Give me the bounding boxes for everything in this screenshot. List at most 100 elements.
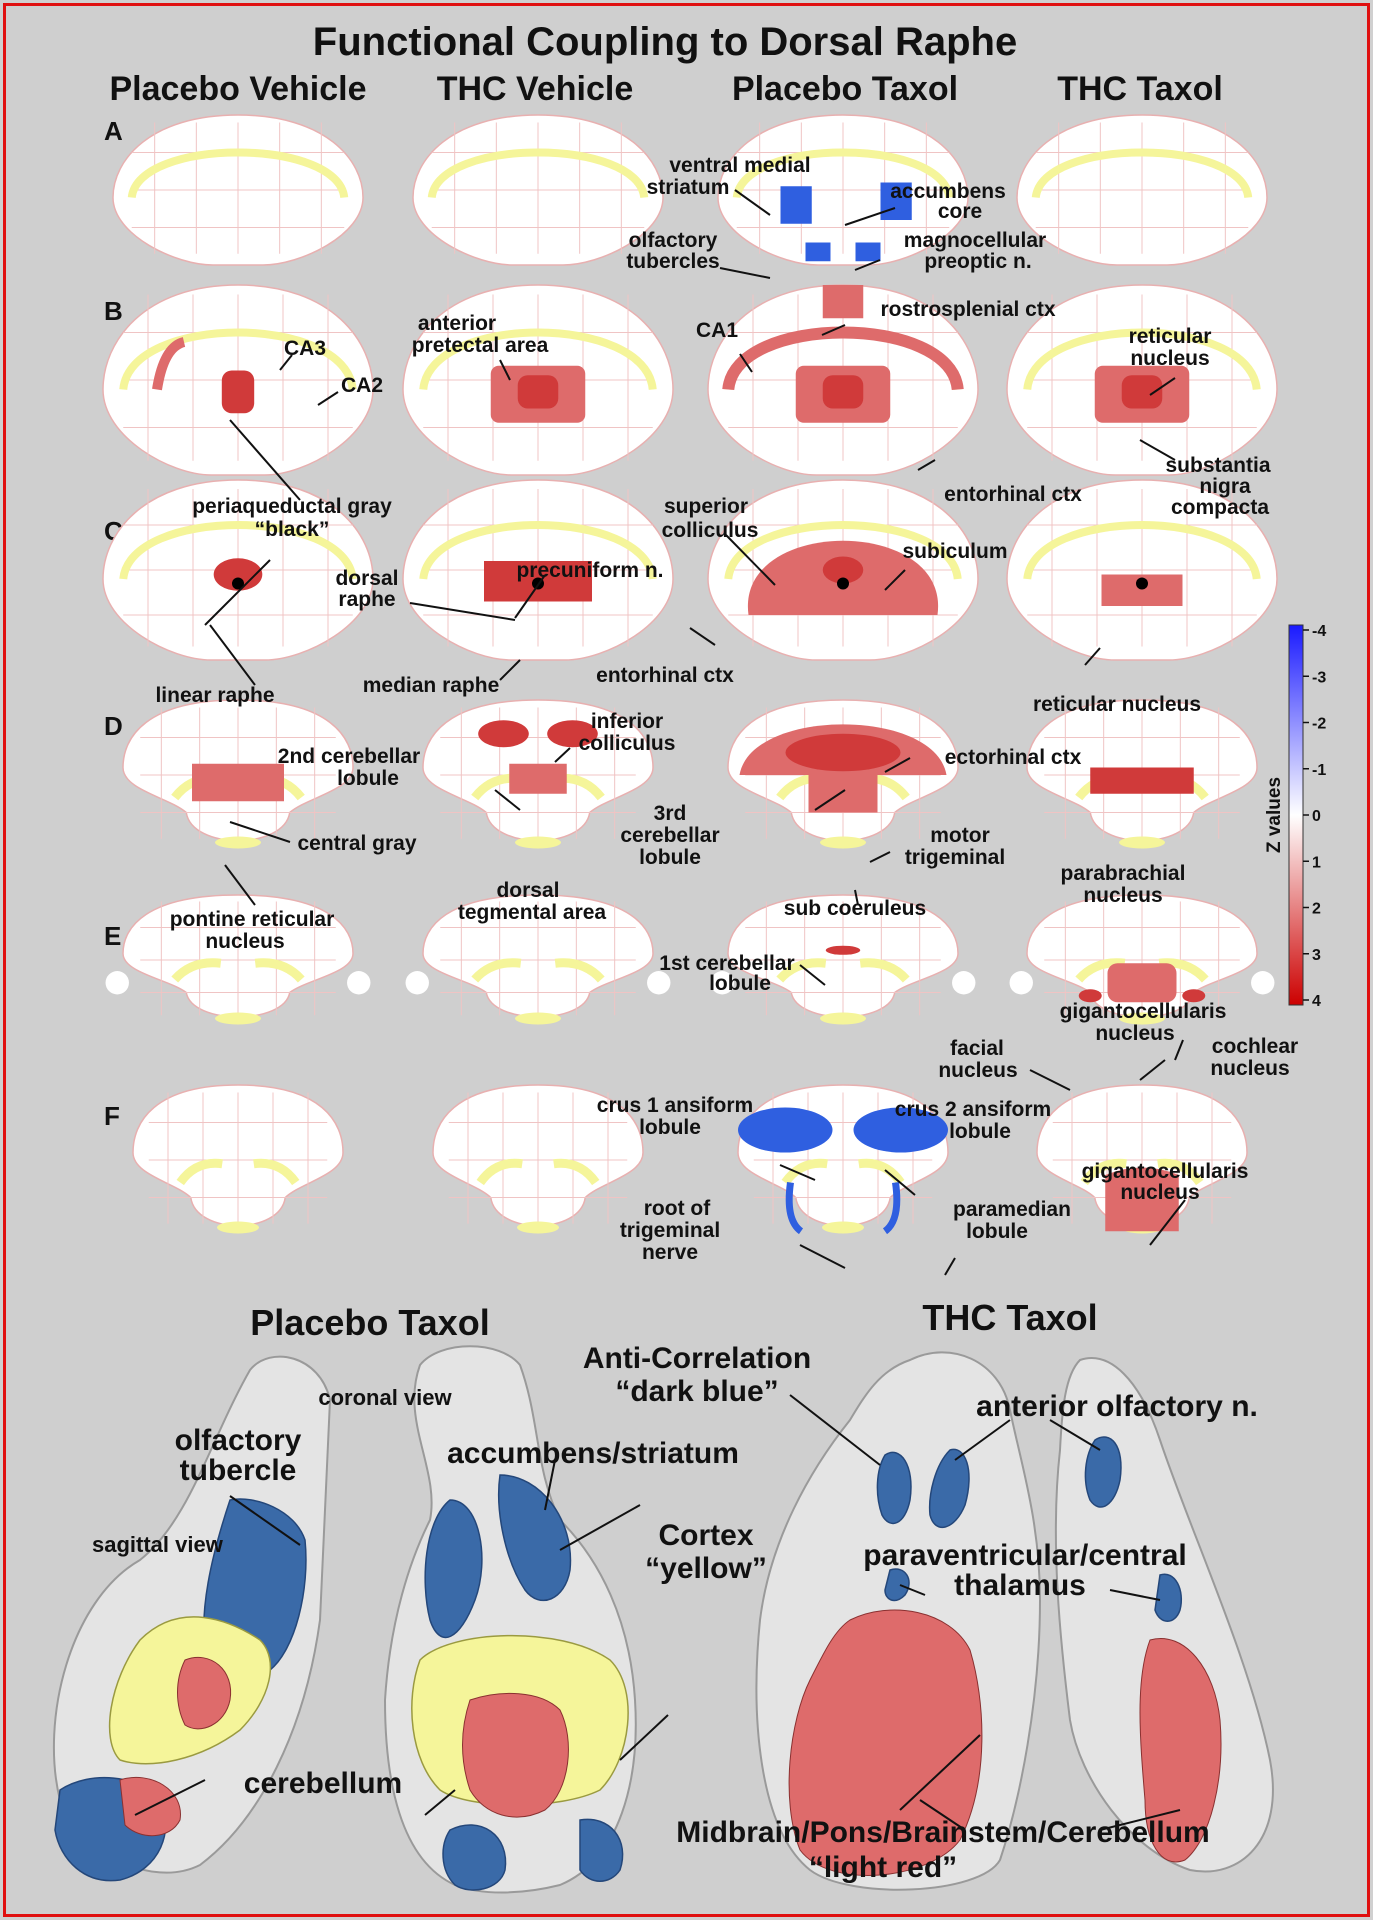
label-lobule-d1: lobule <box>337 767 399 790</box>
thc-coronal-brain <box>755 1351 1042 1891</box>
label-linear-raphe: linear raphe <box>155 684 274 707</box>
label-lobule-f2: lobule <box>949 1120 1011 1143</box>
label-trigeminal-f: trigeminal <box>620 1219 720 1242</box>
label-3rd: 3rd <box>654 802 687 825</box>
label-midbrain-pons-brainstem-cerebellum: Midbrain/Pons/Brainstem/Cerebellum <box>676 1816 1209 1849</box>
label-cerebellar: cerebellar <box>620 824 719 847</box>
label-gigantocellularis-e: gigantocellularis <box>1060 1000 1227 1023</box>
brain-slice <box>707 284 979 476</box>
colorbar-tick-label: -1 <box>1312 762 1326 779</box>
label-tubercle: tubercle <box>180 1454 297 1487</box>
label-reticular-nucleus-c: reticular nucleus <box>1033 693 1201 716</box>
row-label-f: F <box>104 1101 120 1131</box>
label-nucleus-e3: nucleus <box>1210 1057 1289 1080</box>
label-cochlear: cochlear <box>1212 1035 1298 1058</box>
label-cortex: Cortex <box>658 1519 753 1552</box>
label-reticular: reticular <box>1129 325 1212 348</box>
label-substantia: substantia <box>1165 454 1270 477</box>
label-gigantocellularis-f: gigantocellularis <box>1082 1160 1249 1183</box>
brain-slice <box>1009 894 1275 1025</box>
label-anterior: anterior <box>418 312 496 335</box>
placebo-coronal-brain <box>383 1345 637 1894</box>
label-raphe-c: raphe <box>338 588 395 611</box>
colorbar-tick-label: 2 <box>1312 901 1321 918</box>
bottom-leader-lines <box>134 1394 1181 1831</box>
label-nucleus-d2: nucleus <box>205 930 284 953</box>
label-ca3: CA3 <box>284 337 326 360</box>
label-tegmental-area: tegmental area <box>458 901 607 924</box>
label-superior: superior <box>664 495 748 518</box>
label-paramedian: paramedian <box>953 1198 1071 1221</box>
label-inferior: inferior <box>591 710 663 733</box>
brain-slice <box>1006 479 1278 661</box>
col-title-thc-vehicle: THC Vehicle <box>437 70 634 108</box>
label-magnocellular: magnocellular <box>904 229 1046 252</box>
label-black: “black” <box>255 518 330 541</box>
brain-slice <box>105 894 371 1025</box>
label-trigeminal-d: trigeminal <box>905 846 1005 869</box>
label-accumbens: accumbens <box>890 180 1006 203</box>
label-periaqueductal-gray: periaqueductal gray <box>192 495 392 518</box>
label-paraventricular-central: paraventricular/central <box>863 1539 1186 1572</box>
label-root-of: root of <box>644 1197 711 1220</box>
label-lobule-f1: lobule <box>639 1116 701 1139</box>
label-olfactory-b: olfactory <box>175 1424 302 1457</box>
label-entorhinal-ctx-c: entorhinal ctx <box>596 664 734 687</box>
label-pontine-reticular: pontine reticular <box>170 908 335 931</box>
label-ca2: CA2 <box>341 374 383 397</box>
brain-slice <box>422 699 654 849</box>
label-nucleus-b: nucleus <box>1130 347 1209 370</box>
colorbar-tick-label: -4 <box>1312 623 1326 640</box>
brain-slice <box>132 1084 344 1234</box>
label-core: core <box>938 200 982 223</box>
bottom-title-placebo-taxol: Placebo Taxol <box>250 1302 489 1343</box>
label-lobule-e: lobule <box>709 972 771 995</box>
label-striatum: striatum <box>647 176 730 199</box>
label-parabrachial: parabrachial <box>1061 862 1186 885</box>
brain-slice <box>122 699 354 849</box>
colorbar-tick-label: 1 <box>1312 854 1321 871</box>
label-crus-2: crus 2 ansiform <box>895 1098 1051 1121</box>
label-colliculus-c: colliculus <box>662 519 759 542</box>
label-dark-blue: “dark blue” <box>615 1375 778 1408</box>
label-nucleus-e1: nucleus <box>1095 1022 1174 1045</box>
label-nerve: nerve <box>642 1241 698 1264</box>
col-title-placebo-vehicle: Placebo Vehicle <box>109 70 366 108</box>
label-nucleus-e2: nucleus <box>938 1059 1017 1082</box>
row-label-e: E <box>104 921 121 951</box>
label-precuniform-n: precuniform n. <box>516 559 663 582</box>
colorbar-tick-label: -2 <box>1312 716 1326 733</box>
figure-title: Functional Coupling to Dorsal Raphe <box>313 20 1017 64</box>
label-nucleus-d: nucleus <box>1083 884 1162 907</box>
label-pretectal-area: pretectal area <box>412 334 549 357</box>
brain-slice <box>1026 699 1258 849</box>
brain-slice <box>1036 1084 1248 1234</box>
row-label-b: B <box>104 296 123 326</box>
label-motor: motor <box>930 824 990 847</box>
label-coronal-view: coronal view <box>318 1385 452 1410</box>
brain-slice <box>737 1084 949 1235</box>
brain-slice <box>412 114 664 266</box>
colorbar-title: Z values <box>1264 777 1285 853</box>
label-cerebellum: cerebellum <box>244 1767 402 1800</box>
brain-slice <box>717 114 969 266</box>
brain-slice <box>1016 114 1268 266</box>
label-lobule-d2: lobule <box>639 846 701 869</box>
annotation-leader-lines <box>204 189 1186 1276</box>
label-anti-correlation: Anti-Correlation <box>583 1342 811 1375</box>
brain-slice <box>432 1084 644 1234</box>
label-anterior-olfactory-n: anterior olfactory n. <box>976 1390 1258 1423</box>
placebo-sagittal-brain <box>53 1355 332 1882</box>
label-ventral-medial: ventral medial <box>669 154 810 177</box>
label-dorsal-d: dorsal <box>496 879 559 902</box>
brain-slice <box>707 479 979 661</box>
colorbar-gradient <box>1288 624 1304 1006</box>
label-accumbens-striatum: accumbens/striatum <box>447 1437 739 1470</box>
label-crus-1: crus 1 ansiform <box>597 1094 753 1117</box>
brain-slice <box>1006 284 1278 476</box>
label-thalamus: thalamus <box>954 1569 1086 1602</box>
label-lobule-f3: lobule <box>966 1220 1028 1243</box>
label-1st-cerebellar: 1st cerebellar <box>659 952 794 975</box>
